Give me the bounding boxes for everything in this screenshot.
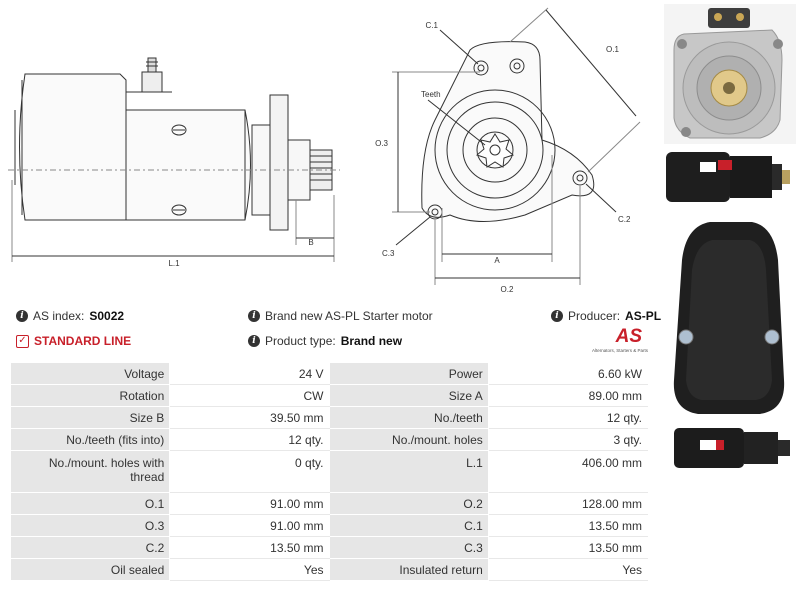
spec-value: 3 qty. [487, 428, 649, 451]
teeth-label: Teeth [421, 90, 441, 99]
checkbox-icon: ✓ [16, 334, 29, 348]
spec-value: Yes [487, 558, 649, 581]
dim-c1-label: C.1 [426, 21, 439, 30]
info-icon: i [248, 335, 260, 347]
product-type: i Product type: Brand new [248, 334, 402, 348]
spec-label: O.1 [9, 492, 171, 515]
photo-front-flange [664, 4, 796, 144]
spec-label: C.2 [9, 536, 171, 559]
dim-o2-label: O.2 [501, 285, 514, 294]
spec-value: Yes [169, 558, 330, 581]
side-view-drawing: L.1 B [8, 57, 340, 268]
spec-label: No./mount. holes with thread [9, 450, 171, 493]
product-type-value: Brand new [340, 334, 403, 348]
photo-rear-cover [673, 222, 785, 414]
spec-label: O.3 [9, 514, 171, 537]
spec-value: 24 V [169, 362, 330, 385]
description: i Brand new AS-PL Starter motor [248, 309, 433, 323]
spec-label: No./teeth (fits into) [9, 428, 171, 451]
producer-value: AS-PL [625, 309, 662, 323]
spec-value: 39.50 mm [169, 406, 330, 429]
spec-value: 406.00 mm [487, 450, 649, 493]
dim-o1-label: O.1 [606, 45, 619, 54]
dim-b-label: B [308, 238, 313, 247]
spec-label: Size A [328, 384, 489, 407]
as-index-value: S0022 [89, 309, 125, 323]
as-index-label: AS index: [33, 309, 85, 323]
spec-value: 89.00 mm [487, 384, 649, 407]
dim-o3-label: O.3 [375, 139, 388, 148]
spec-label: Rotation [9, 384, 171, 407]
spec-value: 13.50 mm [169, 536, 330, 559]
spec-label: C.1 [328, 514, 489, 537]
product-photos [664, 4, 796, 468]
spec-value: 13.50 mm [487, 536, 649, 559]
photo-side-small [666, 152, 790, 202]
spec-value: 91.00 mm [169, 492, 330, 515]
spec-row: No./teeth (fits into)12 qty.No./mount. h… [9, 428, 649, 451]
spec-value: 13.50 mm [487, 514, 649, 537]
logo-tagline: Alternators, Starters & Parts [591, 348, 648, 353]
standard-line-label: STANDARD LINE [34, 334, 132, 348]
producer-logo: AS Alternators, Starters & Parts [586, 326, 648, 353]
photo-side-bottom [674, 428, 790, 468]
spec-label: Insulated return [328, 558, 489, 581]
spec-label: No./teeth [328, 406, 489, 429]
spec-value: 6.60 kW [487, 362, 649, 385]
spec-label: Oil sealed [9, 558, 171, 581]
as-index: i AS index: S0022 [16, 309, 124, 323]
producer-label: Producer: [568, 309, 621, 323]
standard-line: ✓ STANDARD LINE [16, 334, 131, 348]
spec-value: 12 qty. [169, 428, 330, 451]
dim-c2-label: C.2 [618, 215, 631, 224]
logo-mark: AS [615, 326, 642, 347]
spec-value: 91.00 mm [169, 514, 330, 537]
spec-label: O.2 [328, 492, 489, 515]
spec-label: Size B [9, 406, 171, 429]
spec-label: Power [328, 362, 489, 385]
info-icon: i [551, 310, 563, 322]
spec-value: 12 qty. [487, 406, 649, 429]
dim-l1-label: L.1 [168, 259, 180, 268]
spec-value: 128.00 mm [487, 492, 649, 515]
description-text: Brand new AS-PL Starter motor [265, 309, 433, 323]
spec-label: Voltage [9, 362, 171, 385]
info-icon: i [16, 310, 28, 322]
producer: i Producer: AS-PL [551, 309, 661, 323]
spec-value: 0 qty. [169, 450, 330, 493]
product-type-label: Product type: [265, 334, 336, 348]
spec-label: L.1 [328, 450, 489, 493]
spec-value: CW [169, 384, 330, 407]
front-view-drawing: C.1 O.1 O.3 Teeth C.2 C.3 A O.2 [375, 7, 641, 294]
spec-label: C.3 [328, 536, 489, 559]
dim-c3-label: C.3 [382, 249, 395, 258]
info-icon: i [248, 310, 260, 322]
dim-a-label: A [494, 256, 500, 265]
spec-label: No./mount. holes [328, 428, 489, 451]
